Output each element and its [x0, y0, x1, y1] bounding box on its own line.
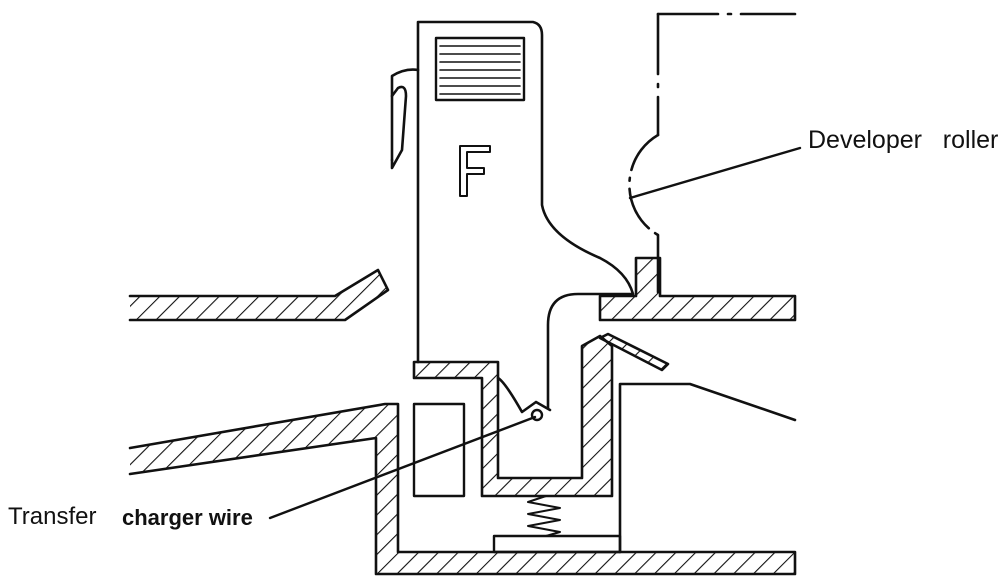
lower-left-guide	[128, 402, 797, 576]
shutter-flap	[598, 332, 670, 372]
transfer-wire-leader	[268, 415, 537, 520]
charger-channel	[412, 334, 614, 498]
spring	[527, 495, 561, 537]
spring-base	[492, 534, 622, 554]
upper-right-ledge	[598, 256, 797, 322]
transfer-label-rest: charger wire	[122, 505, 253, 530]
inner-block	[412, 402, 466, 498]
cartridge-letter-f	[459, 145, 491, 197]
upper-left-ledge	[128, 268, 390, 322]
transfer-charger-wire	[496, 376, 552, 422]
cartridge-clip	[390, 85, 408, 170]
developer-housing	[628, 12, 797, 294]
transfer-label-prefix: Transfer	[8, 503, 97, 530]
developer-roller-label: Developer roller	[808, 126, 999, 154]
right-frame	[618, 382, 797, 554]
developer-roller-leader	[628, 146, 802, 200]
label-plate	[434, 36, 526, 102]
